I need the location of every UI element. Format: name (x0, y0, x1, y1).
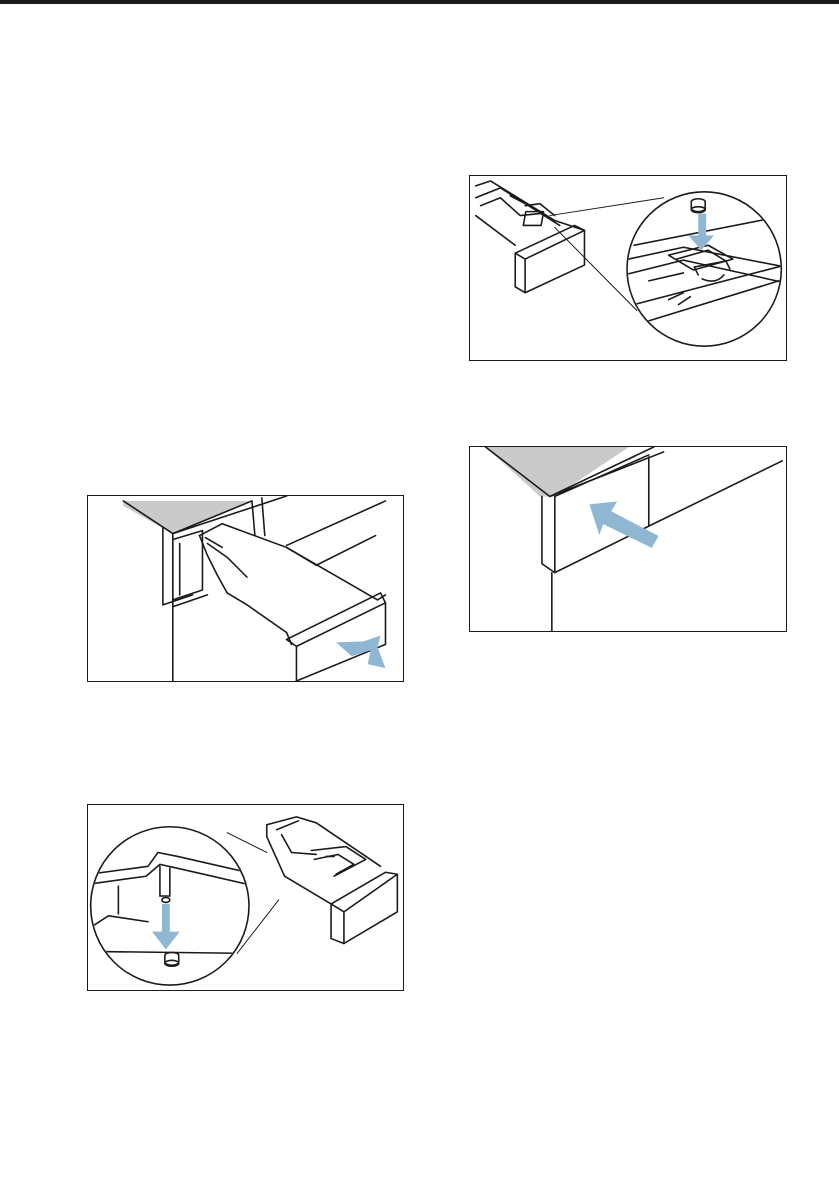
figure-pull-out-drawer (87, 495, 404, 682)
siphon-insert-removal-illustration (88, 805, 403, 990)
siphon-insert-fit-illustration (470, 176, 786, 360)
drawer-push-in-illustration (470, 447, 786, 631)
figure-fit-siphon-insert (469, 175, 787, 361)
drawer-pull-out-illustration (88, 496, 403, 681)
figure-push-in-drawer (469, 446, 787, 632)
page-top-rule (0, 0, 839, 4)
figure-remove-siphon-insert (87, 804, 404, 991)
